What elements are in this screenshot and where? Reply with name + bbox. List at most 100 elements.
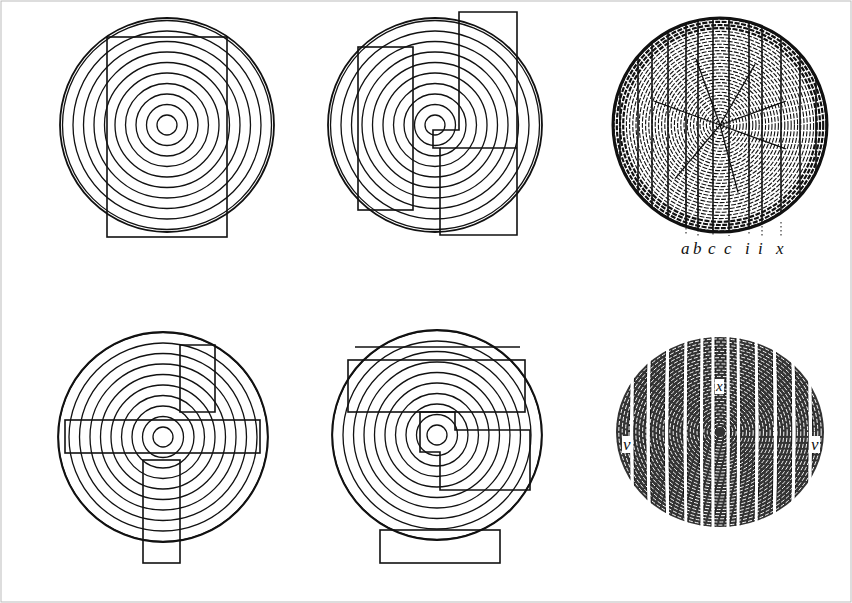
growth-ring — [341, 31, 529, 219]
growth-ring — [406, 404, 468, 466]
bark-outline — [58, 332, 268, 542]
growth-ring — [680, 395, 760, 469]
growth-ring — [666, 383, 773, 482]
growth-ring — [670, 386, 770, 478]
growth-ring — [655, 60, 785, 190]
boards — [612, 330, 828, 535]
growth-ring — [417, 415, 458, 456]
growth-ring — [364, 362, 510, 508]
growth-ring — [612, 333, 828, 532]
board — [615, 330, 632, 535]
growth-ring — [84, 42, 251, 209]
letter-label: i — [758, 240, 763, 257]
growth-ring — [90, 364, 236, 510]
growth-ring — [620, 25, 820, 225]
leader-lines — [686, 168, 781, 236]
saw-line — [712, 10, 714, 240]
growth-ring — [626, 31, 813, 218]
radial-crack — [720, 64, 755, 125]
growth-ring — [415, 105, 456, 146]
growth-ring — [707, 420, 733, 444]
saw-line — [799, 10, 801, 240]
growth-ring — [427, 425, 447, 445]
growth-ring — [354, 352, 521, 519]
growth-ring — [663, 380, 777, 485]
saw-line — [728, 10, 730, 240]
growth-ring — [617, 22, 823, 228]
growth-ring — [711, 423, 730, 440]
letter-label: i — [745, 240, 750, 257]
growth-ring — [646, 364, 794, 500]
growth-ring — [704, 417, 736, 447]
growth-ring — [636, 355, 804, 510]
growth-ring — [636, 41, 804, 209]
growth-ring — [153, 427, 173, 447]
growth-ring — [331, 21, 540, 230]
board — [810, 330, 827, 535]
growth-ring — [122, 396, 205, 479]
growth-ring — [626, 345, 815, 519]
growth-ring — [147, 105, 188, 146]
growth-ring — [157, 115, 177, 135]
growth-ring — [69, 343, 257, 531]
growth-ring — [665, 70, 775, 180]
bark-outline — [60, 18, 274, 232]
growth-ring — [63, 21, 272, 230]
saw-line — [761, 10, 763, 240]
growth-ring — [94, 52, 240, 198]
radial-crack — [696, 59, 720, 125]
growth-ring — [362, 52, 508, 198]
letter-label: c — [724, 240, 732, 257]
growth-ring — [649, 54, 791, 196]
letter-label: x — [776, 240, 784, 257]
log-face — [610, 10, 829, 240]
growth-ring — [656, 373, 784, 490]
growth-ring — [115, 73, 219, 177]
growth-ring — [385, 383, 489, 487]
growth-ring — [143, 417, 184, 458]
growth-ring — [80, 354, 247, 521]
shrunken-boards-engraving — [612, 330, 828, 535]
growth-ring — [383, 73, 487, 177]
growth-rings — [58, 18, 542, 542]
radial-crack — [720, 101, 786, 125]
radial-crack — [654, 101, 720, 125]
growth-ring — [660, 376, 781, 487]
growth-ring — [649, 367, 790, 497]
growth-ring — [652, 57, 788, 193]
growth-ring — [700, 414, 739, 450]
saw-line — [780, 10, 782, 240]
saw-line — [637, 10, 639, 240]
sawn-log-engraving — [610, 10, 829, 240]
saw-line — [685, 10, 687, 240]
growth-ring — [615, 336, 824, 528]
growth-ring — [619, 339, 821, 525]
saw-line — [748, 10, 750, 240]
bark-outline — [332, 330, 542, 540]
growth-ring — [373, 63, 498, 188]
growth-ring — [136, 94, 198, 156]
growth-ring — [343, 341, 531, 529]
saw-line — [619, 10, 621, 240]
growth-ring — [73, 31, 261, 219]
growth-ring — [59, 333, 268, 542]
letter-label: v — [622, 436, 632, 453]
growth-ring — [630, 35, 811, 216]
saw-line — [815, 10, 817, 240]
growth-ring — [333, 331, 542, 540]
growth-ring — [714, 427, 726, 438]
growth-ring — [394, 84, 477, 167]
bark-outline — [328, 18, 542, 232]
growth-ring — [352, 42, 519, 209]
growth-ring — [610, 15, 829, 234]
growth-ring — [697, 411, 743, 453]
growth-ring — [132, 406, 194, 468]
letter-label: a — [681, 240, 690, 257]
letter-label: c — [708, 240, 716, 257]
growth-ring — [639, 358, 801, 507]
growth-ring — [642, 47, 797, 202]
bark-outline — [613, 18, 827, 232]
